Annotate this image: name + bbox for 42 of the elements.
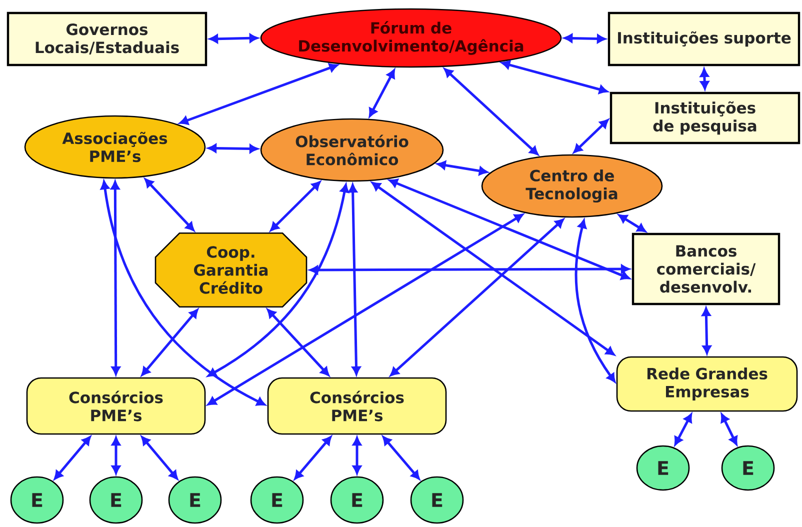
- arrow: [573, 119, 608, 154]
- arrow: [54, 436, 91, 480]
- organization-box: Instituições suporte: [608, 12, 800, 66]
- consortium-box: Consórcios PME’s: [267, 377, 447, 435]
- arrow: [372, 182, 615, 356]
- arrow: [100, 180, 266, 406]
- arrow: [310, 264, 630, 274]
- arrow: [352, 437, 362, 474]
- arrow: [574, 220, 616, 382]
- arrow: [437, 160, 488, 176]
- arrow: [390, 218, 564, 376]
- network-box: Rede Grandes Empresas: [616, 356, 798, 412]
- arrow: [389, 178, 630, 280]
- arrow: [294, 436, 332, 480]
- arrow: [564, 34, 606, 44]
- arrow: [267, 308, 330, 376]
- arrow: [348, 184, 361, 375]
- arrow: [368, 69, 395, 117]
- arrow: [702, 307, 712, 354]
- arrow: [141, 309, 198, 376]
- arrow: [141, 436, 178, 480]
- arrow: [674, 414, 692, 446]
- arrow: [112, 437, 120, 474]
- arrow: [382, 436, 420, 480]
- arrow: [110, 181, 120, 375]
- arrow: [209, 34, 258, 44]
- arrow: [444, 68, 538, 156]
- organization-box: Instituições de pesquisa: [610, 92, 800, 144]
- arrow: [208, 184, 349, 377]
- arrow: [720, 414, 738, 446]
- arrow: [618, 214, 646, 232]
- arrow: [144, 178, 194, 232]
- organization-box: Governos Locais/Estaduais: [6, 12, 208, 66]
- credit-octagon: Coop. Garantia Crédito: [154, 232, 308, 308]
- arrow: [208, 144, 258, 154]
- arrow: [208, 214, 524, 406]
- arrow: [180, 63, 338, 125]
- consortium-box: Consórcios PME’s: [26, 377, 206, 435]
- bank-box: Bancos comerciais/ desenvolv.: [632, 232, 780, 306]
- arrow: [501, 60, 608, 94]
- arrow: [700, 68, 709, 90]
- arrow: [270, 181, 320, 232]
